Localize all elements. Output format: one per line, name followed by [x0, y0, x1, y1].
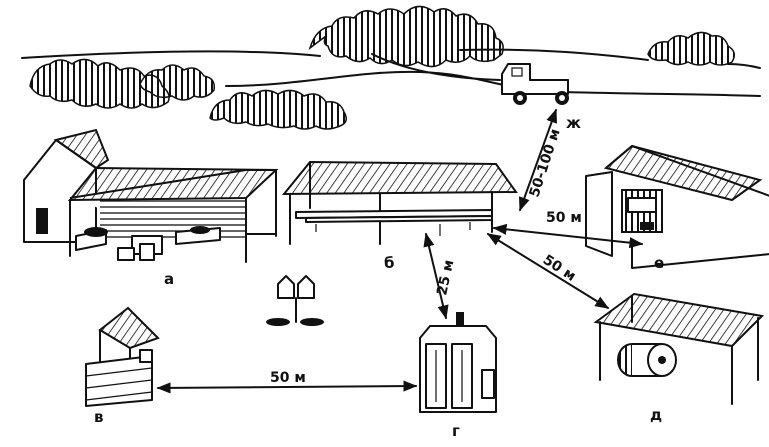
- dining-canopy: [281, 160, 518, 245]
- distance-garage: 50 м: [546, 210, 582, 226]
- distance-road: 50-100 м: [527, 127, 564, 199]
- outhouse: [419, 312, 497, 413]
- equipment-canopy: [593, 292, 765, 405]
- arrow-well-to-outhouse: [156, 380, 418, 394]
- label-d: д: [650, 406, 662, 424]
- garage: [585, 144, 769, 269]
- label-a: а: [164, 270, 174, 288]
- distance-arrows: [156, 108, 644, 394]
- label-g: г: [452, 422, 460, 440]
- treeline-background: [21, 5, 761, 130]
- kitchen-building: [23, 128, 279, 263]
- label-zh: ж: [566, 114, 581, 132]
- distance-outhouse: 25 м: [434, 258, 457, 296]
- arrow-shed-to-outhouse: [423, 232, 449, 320]
- label-e: е: [654, 254, 664, 272]
- distance-canopy: 50 м: [540, 252, 579, 285]
- label-b: б: [384, 254, 394, 272]
- arrow-shed-to-garage: [492, 223, 644, 249]
- label-v: в: [94, 408, 104, 426]
- truck: [501, 63, 569, 105]
- washstands: [266, 275, 324, 326]
- cable-drum: [617, 343, 677, 377]
- arrow-shed-to-road: [518, 108, 558, 212]
- road: [225, 53, 761, 97]
- distance-well: 50 м: [270, 370, 306, 386]
- well: [85, 306, 160, 407]
- arrow-shed-to-canopy: [486, 233, 610, 309]
